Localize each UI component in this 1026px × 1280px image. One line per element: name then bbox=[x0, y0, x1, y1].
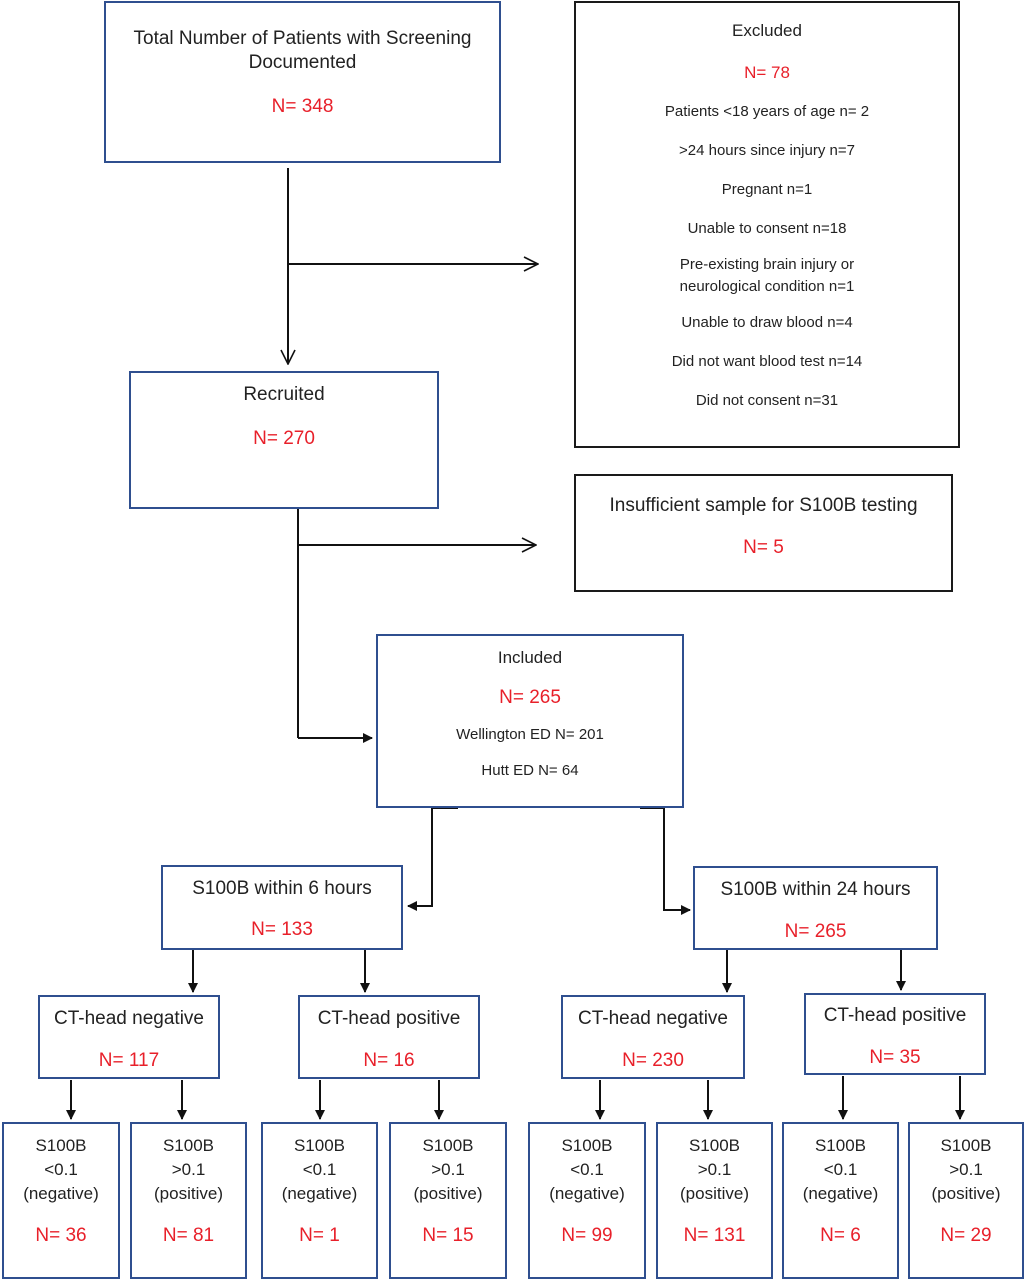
ct-positive-24h-count: N= 35 bbox=[869, 1047, 921, 1068]
recruited-box: Recruited N= 270 bbox=[129, 371, 439, 509]
s100b-leaf-count: N= 131 bbox=[683, 1225, 746, 1246]
included-box: Included N= 265 Wellington ED N= 201 Hut… bbox=[376, 634, 684, 808]
excluded-title: Excluded bbox=[732, 21, 802, 40]
ct-positive-24h-title: CT-head positive bbox=[823, 1005, 967, 1026]
ct-positive-24h-box: CT-head positive N= 35 bbox=[804, 993, 986, 1075]
s100b-leaf-count: N= 36 bbox=[35, 1225, 87, 1246]
ct-positive-6h-count: N= 16 bbox=[363, 1050, 415, 1071]
connector-included-24h bbox=[640, 807, 691, 915]
excluded-reason: Unable to draw blood n=4 bbox=[681, 314, 853, 331]
s100b-leaf-box: S100B >0.1 (positive) N= 131 bbox=[656, 1122, 773, 1279]
insufficient-title: Insufficient sample for S100B testing bbox=[609, 495, 918, 516]
s100b-leaf-line1: S100B bbox=[688, 1136, 741, 1155]
s100b-leaf-result: (negative) bbox=[281, 1184, 358, 1203]
s100b-leaf-threshold: >0.1 bbox=[431, 1160, 465, 1179]
ct-positive-6h-box: CT-head positive N= 16 bbox=[298, 995, 480, 1079]
excluded-reason: Pre-existing brain injury or neurologica… bbox=[679, 256, 855, 295]
ct-positive-6h-title: CT-head positive bbox=[317, 1008, 461, 1029]
s100b-leaf-threshold: >0.1 bbox=[949, 1160, 983, 1179]
s100b-leaf-threshold: <0.1 bbox=[44, 1160, 78, 1179]
excluded-reason: Did not want blood test n=14 bbox=[671, 353, 863, 370]
s100b-leaf-result: (positive) bbox=[931, 1184, 1001, 1203]
s100b-leaf-threshold: >0.1 bbox=[171, 1160, 206, 1179]
s100b-leaf-result: (positive) bbox=[413, 1184, 483, 1203]
s100b-leaf-box: S100B >0.1 (positive) N= 81 bbox=[130, 1122, 247, 1279]
included-title: Included bbox=[497, 648, 563, 667]
s100b-leaf-result: (positive) bbox=[680, 1184, 749, 1203]
s100b-leaf-result: (negative) bbox=[549, 1184, 625, 1203]
insufficient-count: N= 5 bbox=[743, 537, 784, 558]
ct-negative-6h-title: CT-head negative bbox=[54, 1008, 204, 1029]
s100b-24h-box: S100B within 24 hours N= 265 bbox=[693, 866, 938, 950]
excluded-count: N= 78 bbox=[744, 63, 790, 82]
s100b-leaf-count: N= 29 bbox=[940, 1225, 992, 1246]
ct-negative-6h-count: N= 117 bbox=[98, 1050, 160, 1071]
s100b-24h-title: S100B within 24 hours bbox=[720, 879, 911, 900]
s100b-leaf-count: N= 6 bbox=[820, 1225, 861, 1246]
s100b-6h-title: S100B within 6 hours bbox=[192, 878, 372, 899]
s100b-leaf-threshold: >0.1 bbox=[697, 1160, 732, 1179]
s100b-leaf-line1: S100B bbox=[561, 1136, 613, 1155]
s100b-leaf-result: (positive) bbox=[154, 1184, 223, 1203]
s100b-6h-box: S100B within 6 hours N= 133 bbox=[161, 865, 403, 950]
ct-negative-24h-box: CT-head negative N= 230 bbox=[561, 995, 745, 1079]
insufficient-box: Insufficient sample for S100B testing N=… bbox=[574, 474, 953, 592]
included-site: Wellington ED N= 201 bbox=[456, 726, 604, 743]
s100b-leaf-count: N= 1 bbox=[299, 1225, 340, 1246]
excluded-reason: Patients <18 years of age n= 2 bbox=[664, 103, 870, 120]
recruited-title: Recruited bbox=[243, 384, 325, 405]
excluded-reason: Did not consent n=31 bbox=[695, 392, 839, 409]
s100b-leaf-line1: S100B bbox=[422, 1136, 474, 1155]
s100b-leaf-line1: S100B bbox=[293, 1136, 346, 1155]
s100b-leaf-count: N= 99 bbox=[561, 1225, 613, 1246]
s100b-leaf-count: N= 81 bbox=[162, 1225, 215, 1246]
screening-box: Total Number of Patients with Screening … bbox=[104, 1, 501, 163]
excluded-reason: >24 hours since injury n=7 bbox=[679, 142, 855, 159]
s100b-leaf-box: S100B <0.1 (negative) N= 99 bbox=[528, 1122, 646, 1279]
included-site: Hutt ED N= 64 bbox=[481, 762, 579, 779]
s100b-leaf-threshold: <0.1 bbox=[302, 1160, 337, 1179]
s100b-leaf-box: S100B <0.1 (negative) N= 6 bbox=[782, 1122, 899, 1279]
s100b-6h-count: N= 133 bbox=[251, 919, 313, 940]
s100b-leaf-box: S100B <0.1 (negative) N= 36 bbox=[2, 1122, 120, 1279]
s100b-leaf-threshold: <0.1 bbox=[570, 1160, 604, 1179]
ct-negative-24h-title: CT-head negative bbox=[578, 1008, 728, 1029]
s100b-leaf-count: N= 15 bbox=[422, 1225, 474, 1246]
s100b-leaf-box: S100B >0.1 (positive) N= 29 bbox=[908, 1122, 1024, 1279]
s100b-24h-count: N= 265 bbox=[784, 921, 847, 942]
screening-count: N= 348 bbox=[271, 96, 334, 117]
s100b-leaf-line1: S100B bbox=[162, 1136, 215, 1155]
s100b-leaf-box: S100B >0.1 (positive) N= 15 bbox=[389, 1122, 507, 1279]
s100b-leaf-result: (negative) bbox=[802, 1184, 879, 1203]
s100b-leaf-result: (negative) bbox=[23, 1184, 99, 1203]
s100b-leaf-threshold: <0.1 bbox=[823, 1160, 858, 1179]
recruited-count: N= 270 bbox=[253, 428, 315, 449]
s100b-leaf-line1: S100B bbox=[940, 1136, 992, 1155]
screening-title: Total Number of Patients with Screening … bbox=[133, 28, 472, 73]
excluded-reason: Pregnant n=1 bbox=[721, 181, 813, 198]
connector-included-6h bbox=[407, 807, 458, 911]
s100b-leaf-line1: S100B bbox=[814, 1136, 867, 1155]
s100b-leaf-line1: S100B bbox=[35, 1136, 87, 1155]
s100b-leaf-box: S100B <0.1 (negative) N= 1 bbox=[261, 1122, 378, 1279]
ct-negative-24h-count: N= 230 bbox=[622, 1050, 684, 1071]
included-count: N= 265 bbox=[499, 687, 561, 708]
excluded-reason: Unable to consent n=18 bbox=[687, 220, 847, 237]
ct-negative-6h-box: CT-head negative N= 117 bbox=[38, 995, 220, 1079]
excluded-box: Excluded N= 78 Patients <18 years of age… bbox=[574, 1, 960, 448]
